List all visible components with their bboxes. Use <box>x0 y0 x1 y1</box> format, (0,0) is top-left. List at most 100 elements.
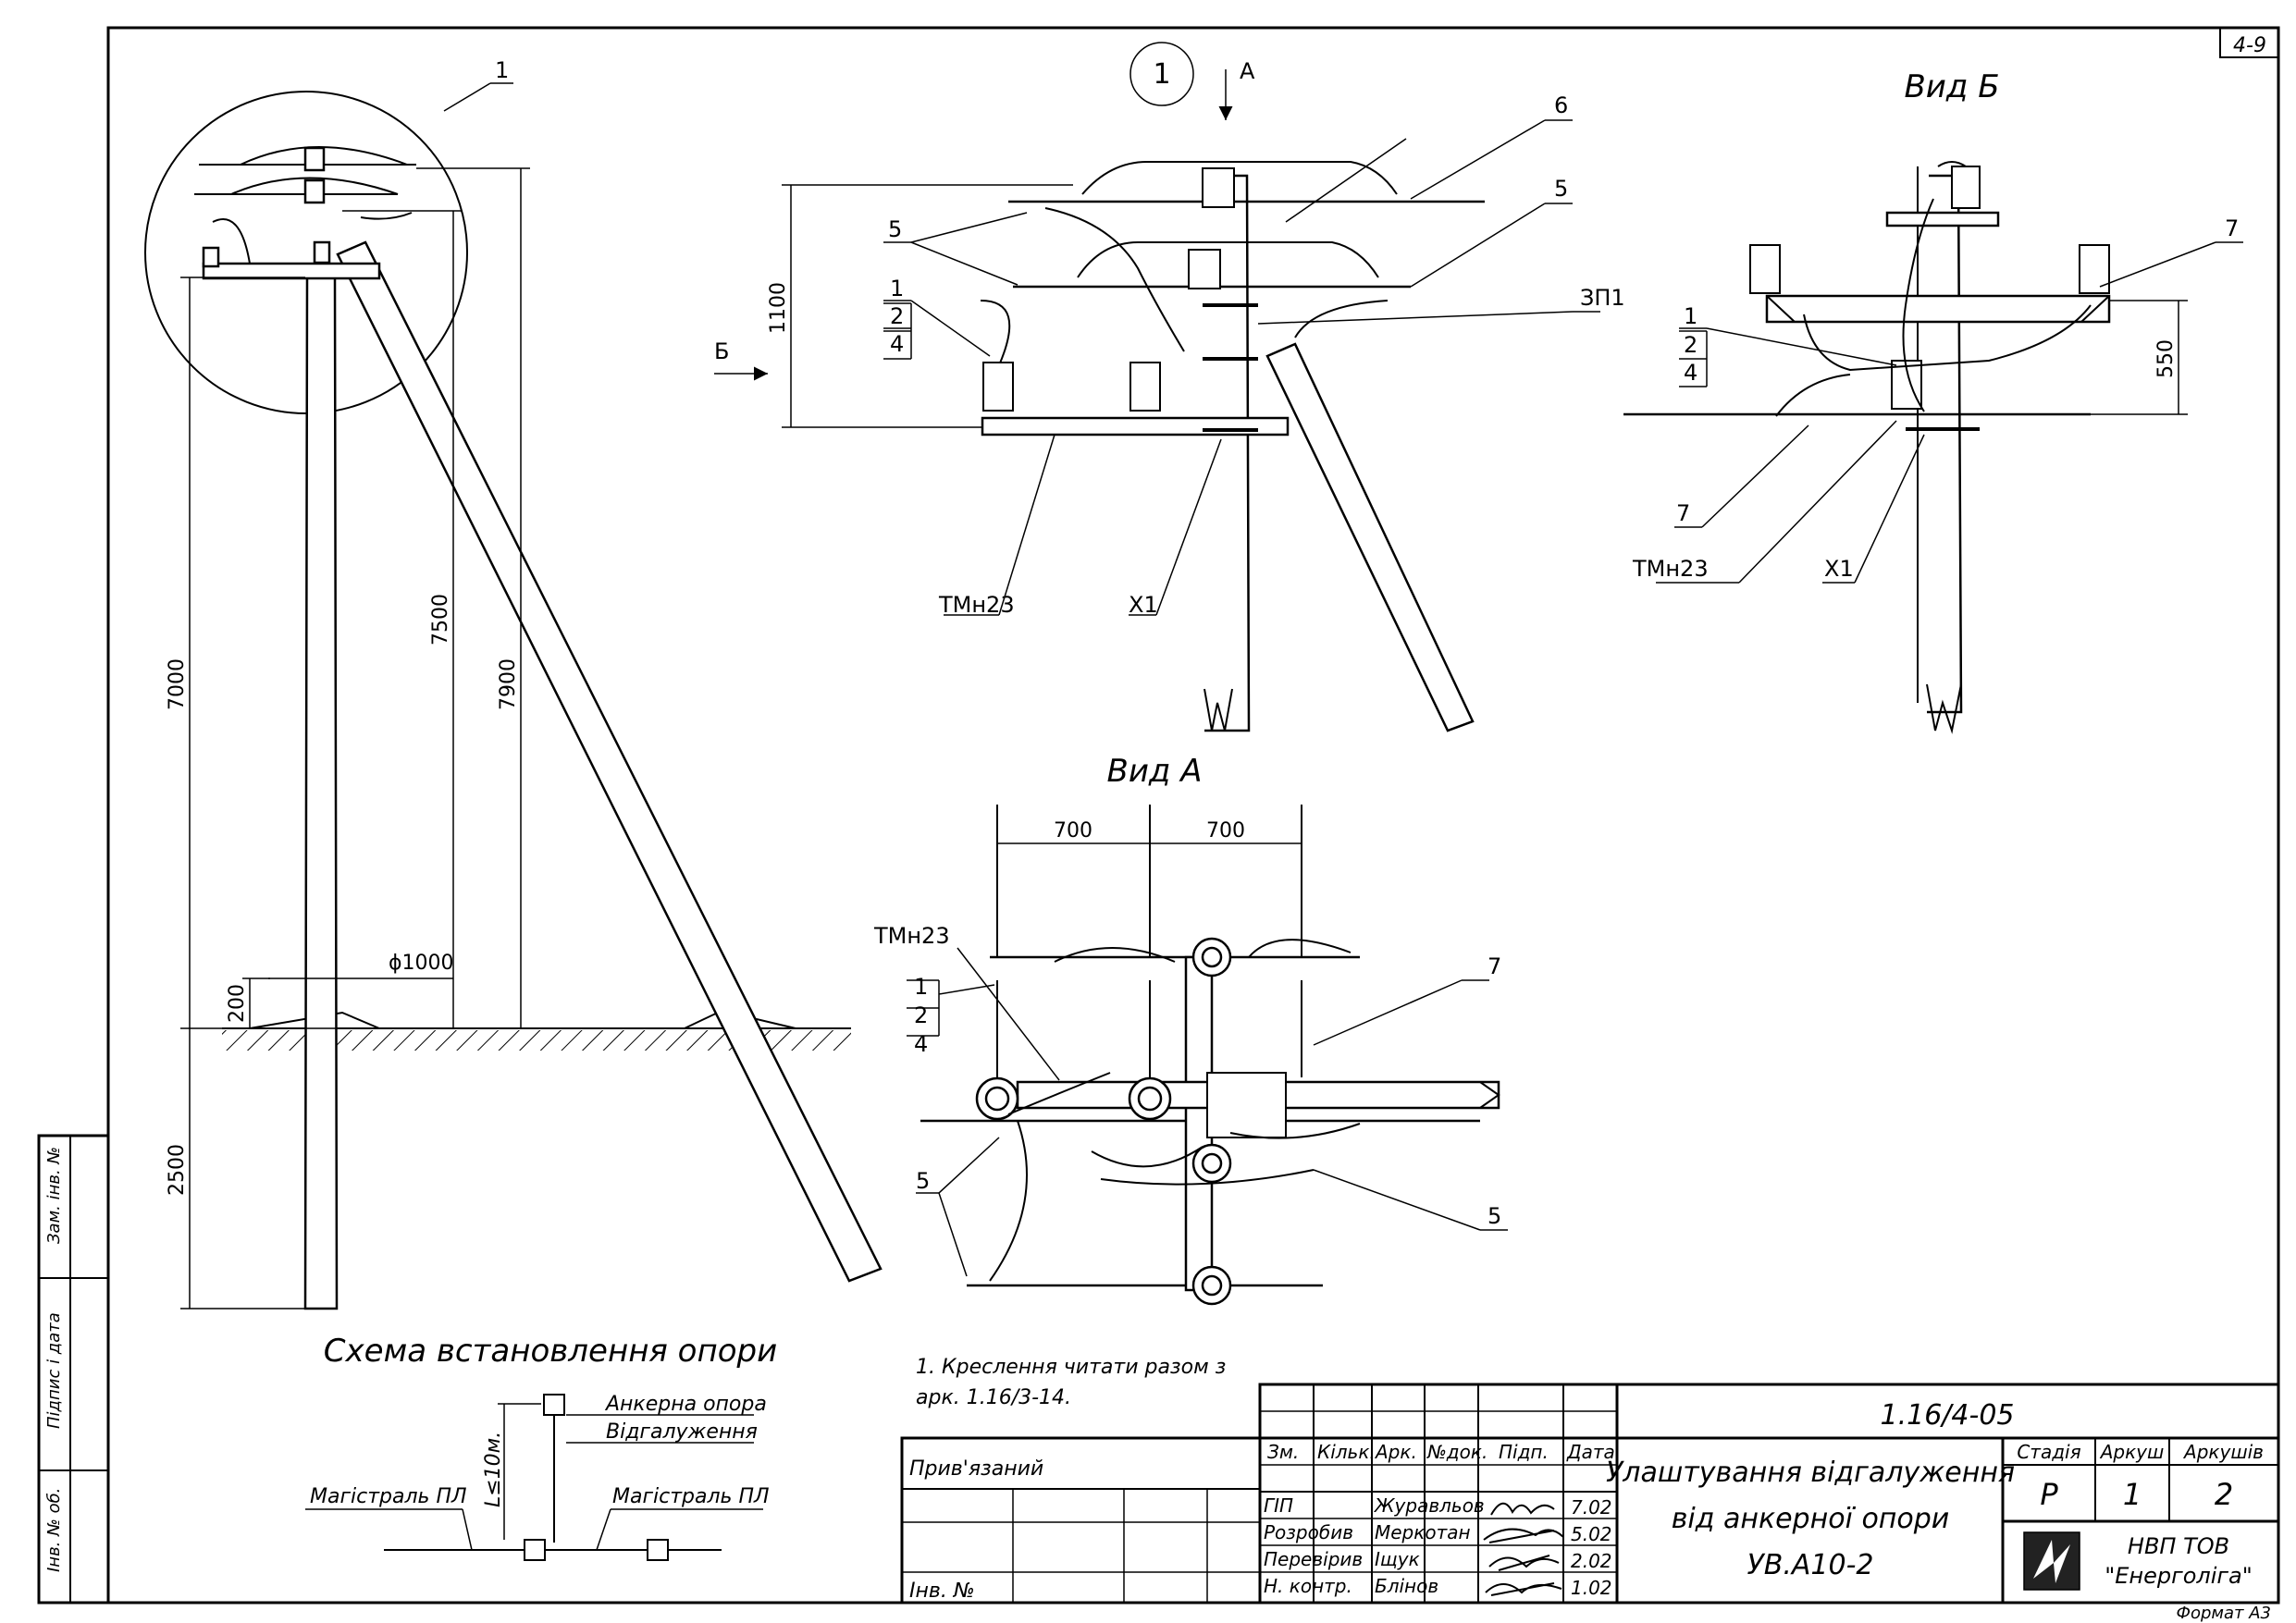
view-b-label-4: 4 <box>1684 360 1697 386</box>
view-b-label-x1: Х1 <box>1824 556 1854 582</box>
view-b-title: Вид Б <box>1904 68 1999 105</box>
view-a-label-1: 1 <box>914 974 928 1000</box>
sheet-value: 1 <box>2123 1477 2142 1512</box>
header-ark: Арк. <box>1374 1441 1417 1463</box>
name-0: Журавльов <box>1373 1494 1485 1517</box>
doc-code: 1.16/4-05 <box>1881 1399 2015 1432</box>
scheme-text: Анкерна опора Відгалуження Магістраль ПЛ… <box>310 1393 770 1508</box>
view-b <box>1623 161 2111 734</box>
header-sheets: Аркушів <box>2182 1441 2264 1463</box>
view-a-label-4: 4 <box>914 1031 928 1057</box>
view-a-label-2: 2 <box>914 1002 928 1028</box>
arrow-b-label: Б <box>714 338 729 364</box>
signatures <box>1483 1502 1564 1596</box>
label-tmn23: ТМн23 <box>938 592 1015 618</box>
header-data: Дата <box>1566 1441 1615 1463</box>
scheme-branch: Відгалуження <box>606 1420 758 1444</box>
dim-700-right: 700 <box>1206 819 1245 842</box>
view-b-label-tmn23: ТМн23 <box>1632 556 1709 582</box>
dim-7500: 7500 <box>429 594 452 646</box>
view-b-text: 550 7 1 2 4 7 ТМн23 Х1 <box>1632 215 2239 582</box>
dim-700-left: 700 <box>1054 819 1092 842</box>
detail-label-1: 1 <box>495 57 509 83</box>
prywyazany: Прив'язаний <box>909 1457 1043 1481</box>
dim-7000: 7000 <box>166 658 189 710</box>
title-line-2: від анкерної опори <box>1672 1503 1950 1535</box>
label-zp1: ЗП1 <box>1580 285 1625 311</box>
header-ndok: №док. <box>1426 1441 1487 1463</box>
stage-value: Р <box>2040 1477 2058 1512</box>
view-a-text: 700 700 ТМн23 1 2 4 7 5 5 <box>873 819 1501 1229</box>
name-3: Блінов <box>1375 1575 1438 1597</box>
view-b-label-7-top: 7 <box>2225 215 2239 241</box>
view-a <box>920 805 1500 1306</box>
view-b-dim <box>1656 241 2243 584</box>
view-b-label-1: 1 <box>1684 303 1697 329</box>
format-label: Формат А3 <box>2176 1604 2271 1623</box>
label-2: 2 <box>890 303 904 329</box>
dim-2500: 2500 <box>166 1144 189 1196</box>
side-stamp-c: Інв. № об. <box>44 1488 64 1572</box>
label-x1: Х1 <box>1129 592 1158 618</box>
inv-label: Інв. № <box>909 1580 975 1603</box>
pole-elevation <box>144 91 883 1310</box>
view-a-label-tmn23: ТМн23 <box>873 923 950 949</box>
label-6: 6 <box>1554 92 1568 118</box>
side-stamp-a: Зам. інв. № <box>44 1147 64 1244</box>
header-sheet: Аркуш <box>2099 1441 2165 1463</box>
view-a-label-5-left: 5 <box>916 1168 930 1194</box>
date-2: 2.02 <box>1571 1550 1612 1572</box>
detail-1-boxes <box>883 302 912 360</box>
detail-1-view <box>980 161 1485 732</box>
date-1: 5.02 <box>1571 1523 1612 1545</box>
scheme-main-right: Магістраль ПЛ <box>612 1485 770 1508</box>
header-kilk: Кільк. <box>1317 1441 1376 1463</box>
view-a-label-5-right: 5 <box>1487 1203 1501 1229</box>
view-b-label-2: 2 <box>1684 332 1697 358</box>
org-line-1: НВП ТОВ <box>2128 1533 2229 1559</box>
title-line-1: Улаштування відгалуження <box>1606 1457 2015 1489</box>
date-0: 7.02 <box>1571 1496 1612 1518</box>
sheet-code: 4-9 <box>2233 34 2266 57</box>
title-line-3: УВ.А10-2 <box>1747 1549 1873 1581</box>
label-1: 1 <box>890 276 904 301</box>
org-line-2: "Енерголіга" <box>2105 1563 2253 1589</box>
role-3: Н. контр. <box>1264 1575 1352 1597</box>
view-a-label-7: 7 <box>1487 953 1501 979</box>
role-0: ГІП <box>1264 1494 1293 1517</box>
dim-7900: 7900 <box>497 658 520 710</box>
dim-200: 200 <box>226 984 249 1023</box>
view-a-dim <box>907 837 1508 1277</box>
detail-1-text: 1 А Б 1100 6 5 ЗП1 5 1 2 4 ТМн23 Х1 <box>714 58 1625 618</box>
arrow-a-label: А <box>1240 58 1255 84</box>
scheme-length: L≤10м. <box>482 1432 505 1507</box>
header-pidp: Підп. <box>1499 1441 1549 1463</box>
dim-550: 550 <box>2154 339 2178 378</box>
org-logo <box>2023 1531 2080 1591</box>
note: 1. Креслення читати разом з арк. 1.16/3-… <box>916 1356 1226 1409</box>
label-4: 4 <box>890 331 904 357</box>
header-zm: Зм. <box>1267 1441 1299 1463</box>
dim-1000: ϕ1000 <box>389 952 454 975</box>
title-block-text: 1.16/4-05 Прив'язаний Інв. № Зм. Кільк. … <box>909 1399 2271 1623</box>
view-a-title: Вид А <box>1107 753 1203 790</box>
side-stamp-b: Підпис і дата <box>44 1312 64 1429</box>
callout-number: 1 <box>1153 58 1170 91</box>
scheme-title: Схема встановлення опори <box>324 1333 777 1370</box>
label-5-left: 5 <box>888 216 902 242</box>
label-5-right: 5 <box>1554 176 1568 202</box>
detail-leader <box>443 82 513 112</box>
view-b-label-7-bottom: 7 <box>1676 500 1690 526</box>
note-line-1: 1. Креслення читати разом з <box>916 1356 1226 1379</box>
scheme-main-left: Магістраль ПЛ <box>310 1485 467 1508</box>
elevation-dim-text: 7000 2500 7500 7900 200 ϕ1000 <box>166 594 520 1196</box>
date-3: 1.02 <box>1571 1577 1612 1599</box>
title-block <box>900 1383 2280 1605</box>
dim-1100: 1100 <box>767 282 790 334</box>
name-1: Меркотан <box>1375 1521 1471 1543</box>
header-stage: Стадія <box>2017 1441 2080 1463</box>
role-2: Перевірив <box>1264 1548 1363 1570</box>
installation-scheme <box>305 1394 763 1561</box>
note-line-2: арк. 1.16/3-14. <box>916 1386 1071 1409</box>
